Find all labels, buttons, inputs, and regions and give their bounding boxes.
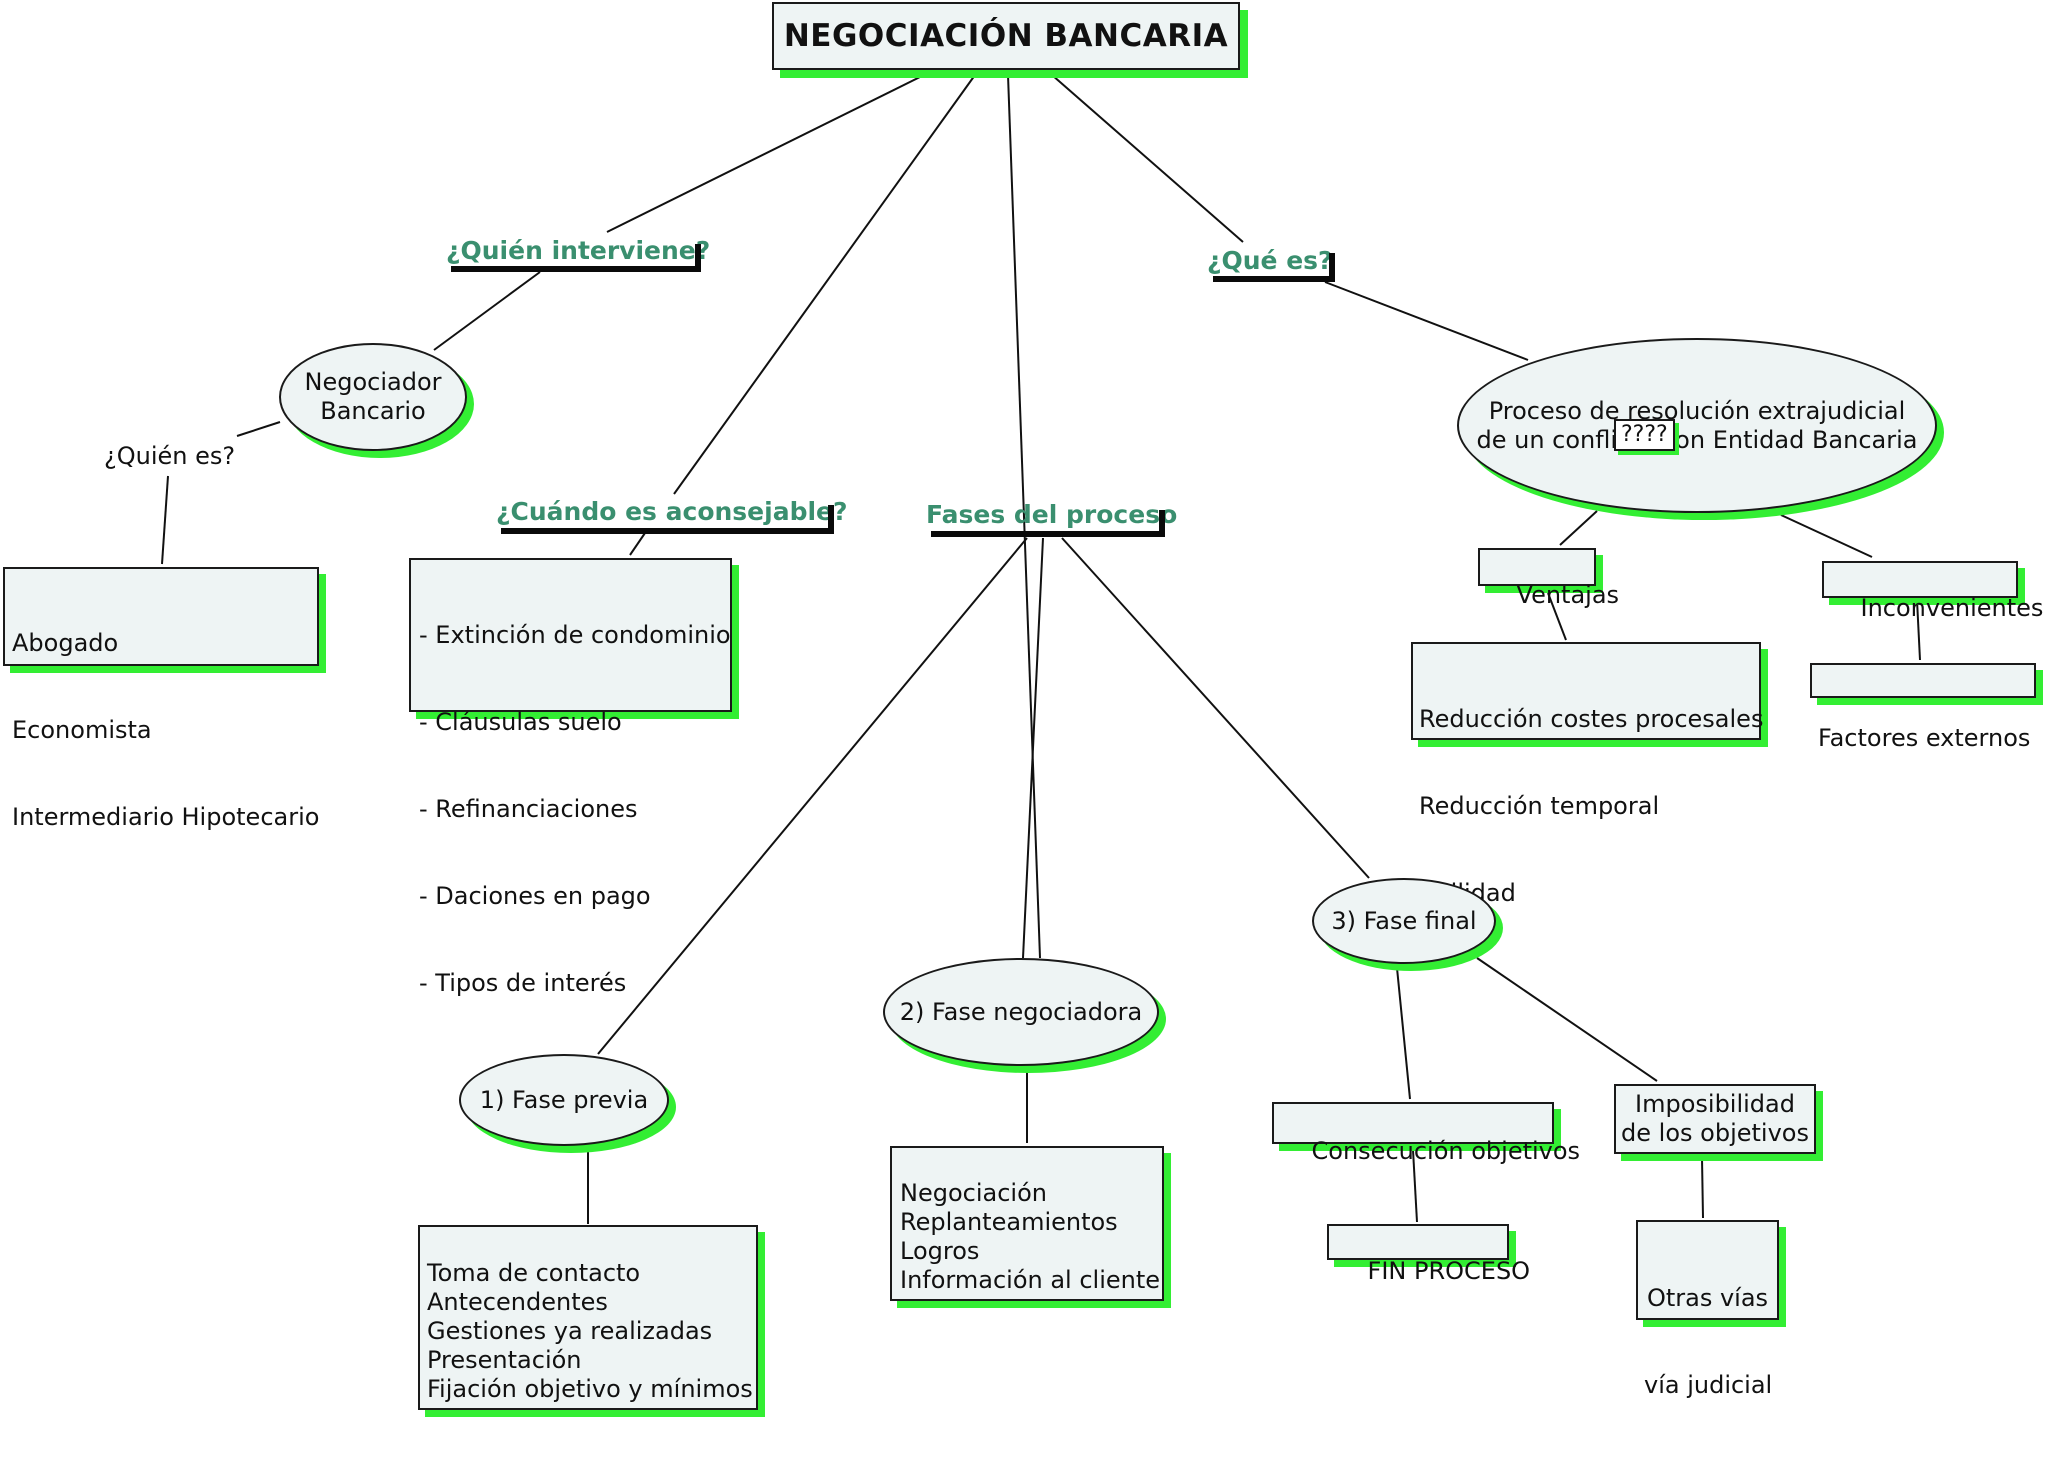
node-label-line: de un conflicto con Entidad Bancaria: [1476, 425, 1918, 454]
question-underline: [501, 528, 834, 534]
box-quien-list: Abogado Economista Intermediario Hipotec…: [3, 567, 319, 831]
connector-lines: [161, 74, 1921, 1224]
node-label: Inconvenientes: [1860, 594, 2044, 622]
node-fin-proceso: FIN PROCESO: [1327, 1224, 1530, 1285]
list-item: Reducción temporal: [1419, 792, 1660, 820]
node-inconvenientes: Inconvenientes: [1822, 561, 2043, 622]
question-cuando-aconsejable: ¿Cuándo es aconsejable?: [496, 497, 848, 526]
list-item: Presentación: [427, 1346, 582, 1374]
node-imposibilidad-objetivos: Imposibilidad de los objetivos: [1614, 1084, 1816, 1154]
question-underline-tick: [1329, 253, 1335, 282]
list-item: - Tipos de interés: [419, 969, 627, 997]
node-label-line: Negociador: [304, 368, 442, 396]
map-title-text: NEGOCIACIÓN BANCARIA: [783, 18, 1229, 54]
node-fase-final: 3) Fase final: [1312, 878, 1496, 964]
node-fase-previa: 1) Fase previa: [459, 1054, 669, 1146]
node-label: 2) Fase negociadora: [899, 997, 1143, 1026]
list-item: Negociación: [900, 1179, 1047, 1207]
node-label: Ventajas: [1516, 581, 1620, 609]
list-item: Economista: [12, 716, 152, 744]
node-otras-vias: Otras vías vía judicial: [1636, 1220, 1779, 1399]
node-label-line: Otras vías: [1646, 1284, 1769, 1312]
node-label-line: vía judicial: [1644, 1371, 1773, 1399]
list-item: Replanteamientos: [900, 1208, 1118, 1236]
list-item: Abogado: [12, 629, 119, 657]
question-underline: [931, 531, 1165, 537]
question-underline-tick: [695, 244, 701, 272]
node-label: 1) Fase previa: [479, 1085, 649, 1114]
question-underline: [1213, 276, 1335, 282]
node-label-line: Imposibilidad: [1635, 1090, 1795, 1118]
list-item: Logros: [900, 1237, 980, 1265]
node-fase-negociadora: 2) Fase negociadora: [883, 958, 1159, 1066]
list-item: Intermediario Hipotecario: [12, 803, 320, 831]
question-quien-interviene: ¿Quién interviene?: [446, 236, 711, 265]
box-inconvenientes-list: Factores externos: [1810, 663, 2036, 752]
node-ventajas: Ventajas: [1478, 548, 1619, 609]
list-item: Factores externos: [1818, 724, 2031, 752]
list-item: Fijación objetivo y mínimos: [427, 1375, 753, 1403]
node-proceso-resolucion: Proceso de resolución extrajudicial de u…: [1457, 338, 1937, 513]
concept-map: NEGOCIACIÓN BANCARIA ¿Quién interviene? …: [3, 2, 2043, 1410]
node-negociador-bancario: Negociador Bancario: [279, 343, 467, 451]
question-que-es: ¿Qué es?: [1207, 246, 1333, 275]
list-item: Gestiones ya realizadas: [427, 1317, 713, 1345]
list-item: - Cláusulas suelo: [419, 708, 622, 736]
list-item: Reducción costes procesales: [1419, 705, 1764, 733]
list-item: - Daciones en pago: [419, 882, 651, 910]
list-item: Antecendentes: [427, 1288, 608, 1316]
node-label: 3) Fase final: [1331, 906, 1477, 935]
unknown-tag: ????: [1614, 419, 1675, 451]
list-item: Toma de contacto: [427, 1259, 641, 1287]
label-quien-es: ¿Quién es?: [104, 442, 236, 470]
box-ventajas-list: Reducción costes procesales Reducción te…: [1411, 642, 1764, 907]
node-label-line: Bancario: [320, 397, 426, 425]
list-item: - Extinción de condominio: [419, 621, 731, 649]
node-label: Consecución objetivos: [1311, 1137, 1581, 1165]
node-label: FIN PROCESO: [1367, 1257, 1531, 1285]
box-fase-previa-list: Toma de contacto Antecendentes Gestiones…: [418, 1225, 758, 1410]
question-fases-proceso: Fases del proceso: [926, 500, 1178, 529]
node-label-line: Proceso de resolución extrajudicial: [1488, 396, 1906, 425]
list-item: Información al cliente: [900, 1266, 1161, 1294]
node-consecucion-objetivos: Consecución objetivos: [1272, 1102, 1580, 1165]
box-fase-negociadora-list: Negociación Replanteamientos Logros Info…: [890, 1146, 1164, 1301]
question-underline-tick: [828, 505, 834, 534]
list-item: - Refinanciaciones: [419, 795, 638, 823]
question-underline: [451, 266, 701, 272]
box-cuando-list: - Extinción de condominio - Cláusulas su…: [409, 558, 732, 997]
question-underline-tick: [1159, 510, 1165, 537]
map-title: NEGOCIACIÓN BANCARIA: [772, 2, 1240, 70]
node-label-line: de los objetivos: [1621, 1119, 1809, 1147]
